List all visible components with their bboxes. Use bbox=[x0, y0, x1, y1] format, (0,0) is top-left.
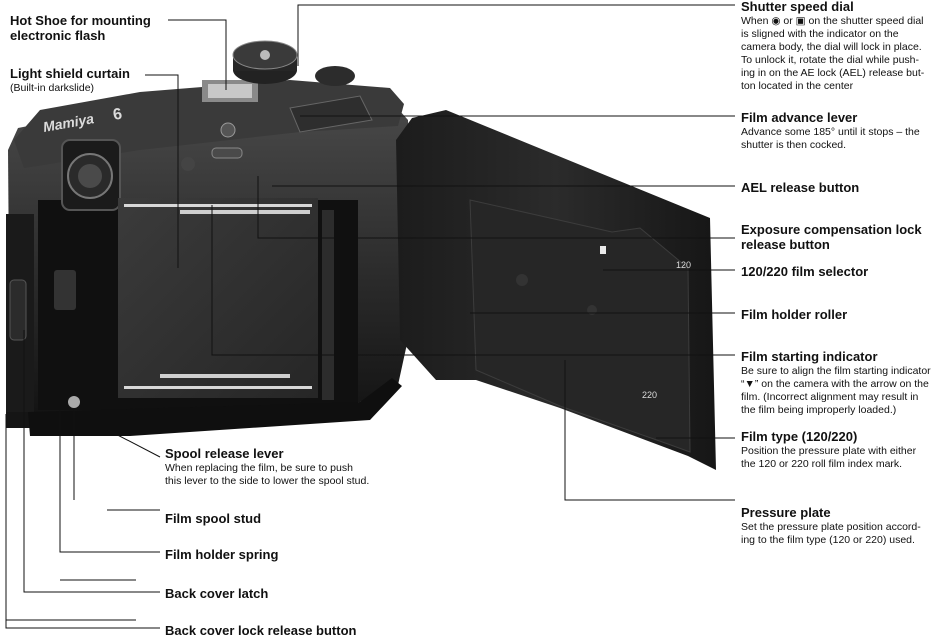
film-selector-title: 120/220 film selector bbox=[741, 265, 868, 280]
back-lock-title: Back cover lock release button bbox=[165, 624, 356, 639]
exposure-comp-title: Exposure compensation lock release butto… bbox=[741, 223, 936, 252]
holder-roller-title: Film holder roller bbox=[741, 308, 847, 323]
pressure-plate-desc: Set the pressure plate position accord-i… bbox=[741, 521, 933, 547]
film-advance-desc: Advance some 185° until it stops – the s… bbox=[741, 126, 933, 152]
pressure-plate-title: Pressure plate bbox=[741, 506, 933, 521]
shutter-speed-title: Shutter speed dial bbox=[741, 0, 933, 15]
exposure-comp-switch-shape bbox=[212, 148, 242, 158]
label-holder-spring: Film holder spring bbox=[165, 548, 278, 563]
label-film-selector: 120/220 film selector bbox=[741, 265, 868, 280]
label-pressure-plate: Pressure plate Set the pressure plate po… bbox=[741, 506, 933, 547]
spool-stud-shape bbox=[68, 396, 80, 408]
starting-indicator-title: Film starting indicator bbox=[741, 350, 933, 365]
light-shield-title: Light shield curtain bbox=[10, 67, 130, 82]
spool-release-desc: When replacing the film, be sure to push… bbox=[165, 462, 370, 488]
label-shutter-speed: Shutter speed dial When ◉ or ▣ on the sh… bbox=[741, 0, 933, 93]
label-light-shield: Light shield curtain (Built-in darkslide… bbox=[10, 67, 130, 95]
counter-220-text: 220 bbox=[642, 390, 657, 400]
shutter-speed-desc: When ◉ or ▣ on the shutter speed dial is… bbox=[741, 15, 933, 94]
viewfinder-eyepiece bbox=[62, 140, 120, 210]
back-latch-title: Back cover latch bbox=[165, 587, 268, 602]
film-type-title: Film type (120/220) bbox=[741, 430, 933, 445]
label-film-type: Film type (120/220) Position the pressur… bbox=[741, 430, 933, 471]
label-spool-stud: Film spool stud bbox=[165, 512, 261, 527]
film-type-desc: Position the pressure plate with either … bbox=[741, 445, 933, 471]
label-exposure-comp: Exposure compensation lock release butto… bbox=[741, 223, 936, 252]
label-holder-roller: Film holder roller bbox=[741, 308, 847, 323]
ael-title: AEL release button bbox=[741, 181, 859, 196]
back-door: 120 220 bbox=[396, 110, 716, 470]
label-film-advance: Film advance lever Advance some 185° unt… bbox=[741, 111, 933, 152]
light-shield-sub: (Built-in darkslide) bbox=[10, 82, 130, 95]
hot-shoe bbox=[202, 80, 258, 102]
spool-release-title: Spool release lever bbox=[165, 447, 370, 462]
counter-120-text: 120 bbox=[676, 260, 691, 270]
label-starting-indicator: Film starting indicator Be sure to align… bbox=[741, 350, 933, 417]
label-back-latch: Back cover latch bbox=[165, 587, 268, 602]
ael-button-shape bbox=[221, 123, 235, 137]
hot-shoe-title: Hot Shoe for mounting electronic flash bbox=[10, 14, 180, 43]
holder-spring-title: Film holder spring bbox=[165, 548, 278, 563]
label-back-lock: Back cover lock release button bbox=[165, 624, 356, 639]
film-advance-title: Film advance lever bbox=[741, 111, 933, 126]
shutter-speed-dial bbox=[233, 41, 297, 84]
label-hot-shoe: Hot Shoe for mounting electronic flash bbox=[10, 14, 180, 43]
label-spool-release: Spool release lever When replacing the f… bbox=[165, 447, 370, 488]
back-screw-shape bbox=[181, 157, 195, 171]
light-shield-curtain bbox=[118, 198, 318, 398]
starting-indicator-desc: Be sure to align the film starting indic… bbox=[741, 365, 933, 418]
label-ael: AEL release button bbox=[741, 181, 859, 196]
spool-stud-title: Film spool stud bbox=[165, 512, 261, 527]
